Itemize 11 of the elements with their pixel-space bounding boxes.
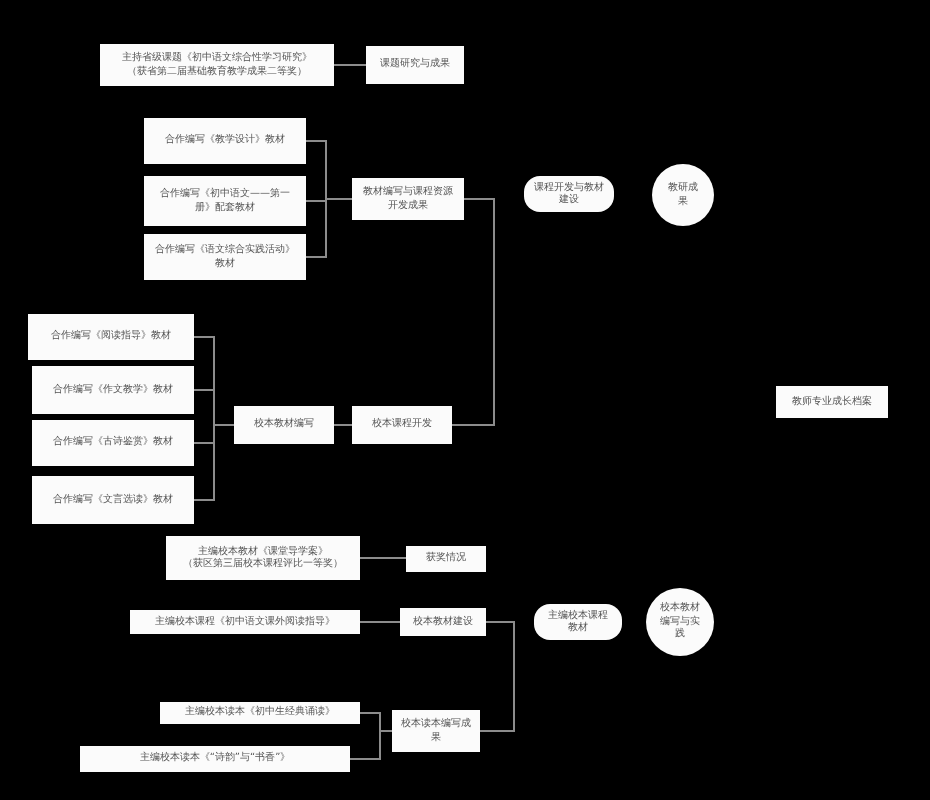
connector-line bbox=[193, 424, 235, 501]
topic-box bbox=[166, 536, 360, 580]
connector-line bbox=[451, 198, 495, 426]
topic-box bbox=[100, 44, 334, 86]
connector-line bbox=[333, 64, 367, 66]
connector-line bbox=[359, 557, 407, 559]
connector-line bbox=[479, 621, 515, 732]
connector-line bbox=[359, 621, 401, 623]
connector-line bbox=[333, 424, 353, 426]
connector-line bbox=[349, 730, 393, 760]
connector-line bbox=[305, 198, 353, 258]
